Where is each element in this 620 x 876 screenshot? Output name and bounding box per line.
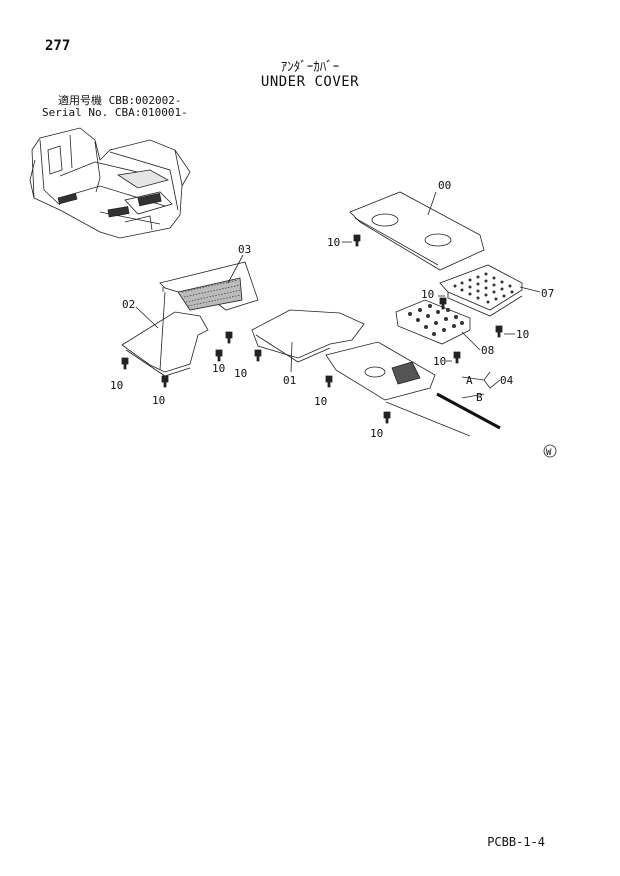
callout-10: 10 bbox=[110, 379, 123, 392]
svg-text:W: W bbox=[546, 448, 552, 458]
callout-10: 10 bbox=[234, 367, 247, 380]
callout-07: 07 bbox=[541, 287, 554, 300]
callout-00: 00 bbox=[438, 179, 451, 192]
callout-10: 10 bbox=[212, 362, 225, 375]
callout-03: 03 bbox=[238, 243, 251, 256]
part-01-panel bbox=[251, 309, 365, 363]
callout-02: 02 bbox=[122, 298, 135, 311]
footer-page-code: PCBB-1-4 bbox=[487, 835, 545, 849]
callout-10: 10 bbox=[152, 394, 165, 407]
callout-10: 10 bbox=[421, 288, 434, 301]
callout-08: 08 bbox=[481, 344, 494, 357]
callout-10: 10 bbox=[433, 355, 446, 368]
part-00-cover bbox=[349, 191, 485, 271]
callout-sub-a: A bbox=[466, 374, 473, 387]
machine-location-sketch bbox=[29, 127, 191, 239]
page-title: UNDER COVER bbox=[260, 74, 360, 90]
callout-04: 04 bbox=[500, 374, 514, 387]
part-03-panel bbox=[159, 261, 259, 311]
callout-10: 10 bbox=[370, 427, 383, 440]
part-07-perforated-panel bbox=[439, 264, 523, 317]
callout-10: 10 bbox=[327, 236, 340, 249]
callout-sub-b: B bbox=[476, 391, 483, 404]
serial-label: Serial No. bbox=[42, 106, 109, 119]
leader-lines bbox=[135, 191, 541, 399]
serial-value: CBA:010001- bbox=[114, 106, 188, 119]
part-04-cover bbox=[325, 341, 471, 437]
callout-10: 10 bbox=[516, 328, 529, 341]
page-number: 277 bbox=[45, 38, 71, 54]
callout-01: 01 bbox=[283, 374, 296, 387]
page-title-japanese: ｱﾝﾀﾞｰｶﾊﾞｰ bbox=[280, 60, 340, 75]
serial-row-applicable: 適用号機 CBB:002002- bbox=[58, 94, 181, 107]
serial-label: 適用号機 bbox=[58, 94, 102, 107]
w-symbol: W bbox=[543, 444, 557, 458]
bolts bbox=[121, 234, 503, 424]
part-02-panel bbox=[121, 291, 209, 377]
part-08-perforated-plate bbox=[395, 299, 471, 345]
callout-10: 10 bbox=[314, 395, 327, 408]
serial-value: CBB:002002- bbox=[108, 94, 182, 107]
part-04b-strip bbox=[436, 392, 501, 430]
serial-row-serial-no: Serial No. CBA:010001- bbox=[42, 106, 188, 119]
